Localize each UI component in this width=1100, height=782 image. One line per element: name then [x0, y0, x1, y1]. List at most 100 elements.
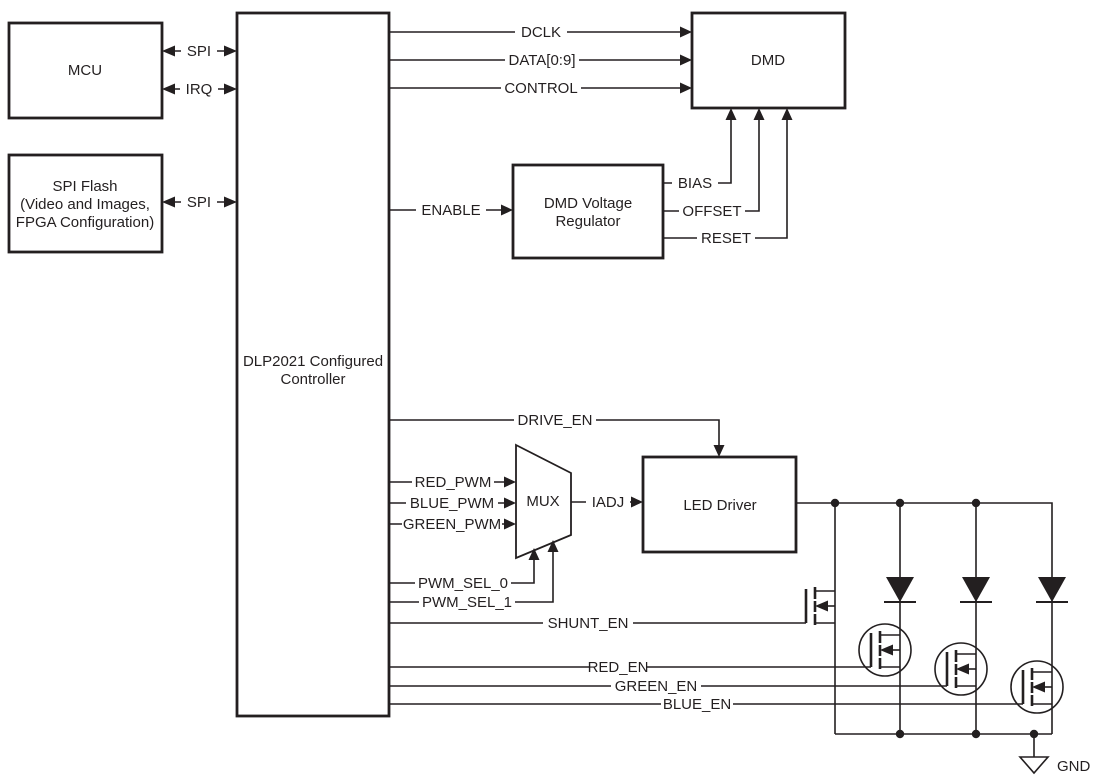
arrowhead-left-icon — [162, 196, 175, 208]
junction-dot — [971, 729, 981, 739]
spi-flash-label-line2: (Video and Images, — [20, 196, 150, 213]
wire-offset: OFFSET — [663, 108, 765, 220]
green-mosfet-circle — [934, 642, 988, 696]
offset-label: OFFSET — [682, 203, 741, 220]
led-driver-label: LED Driver — [683, 497, 756, 514]
wire-red-pwm: RED_PWM — [389, 474, 516, 491]
green-pwm-label: GREEN_PWM — [403, 516, 501, 533]
dmd-label: DMD — [751, 52, 785, 69]
gnd-label: GND — [1057, 758, 1091, 775]
arrowhead-left-icon — [162, 45, 175, 57]
arrowhead-icon — [631, 496, 643, 508]
arrowhead-left-icon — [162, 83, 175, 95]
dmd-box — [690, 11, 847, 110]
junction-dot — [895, 729, 905, 739]
arrowhead-right-icon — [224, 83, 237, 95]
iadj-label: IADJ — [592, 494, 625, 511]
shunt-mosfet-icon — [804, 585, 837, 627]
arrowhead-icon — [504, 476, 516, 488]
red-en-label: RED_EN — [588, 659, 649, 676]
bias-label: BIAS — [678, 175, 712, 192]
wire-enable: ENABLE — [389, 202, 513, 219]
spi-flash-signal-label: SPI — [187, 194, 211, 211]
led-driver-box — [641, 455, 798, 554]
regulator-label-line2: Regulator — [555, 213, 620, 230]
drive-en-line — [389, 419, 720, 446]
red-led-diode-icon — [883, 576, 917, 603]
controller-label-line1: DLP2021 Configured — [243, 353, 383, 370]
controller-label-line2: Controller — [280, 371, 345, 388]
blue-mosfet-icon — [1021, 666, 1054, 708]
arrowhead-down-icon — [713, 445, 725, 457]
shunt-en-label: SHUNT_EN — [548, 615, 629, 632]
wire-blue-pwm: BLUE_PWM — [389, 495, 516, 512]
bias-line — [663, 120, 732, 184]
pwm-sel-0-line — [389, 560, 535, 584]
block-controller: DLP2021 Configured Controller — [235, 11, 391, 718]
arrowhead-up-icon — [781, 108, 793, 120]
control-label: CONTROL — [504, 80, 577, 97]
reset-line — [663, 120, 788, 239]
enable-label: ENABLE — [421, 202, 480, 219]
wire-pwm-sel-1: PWM_SEL_1 — [389, 540, 559, 611]
controller-box — [235, 11, 391, 718]
mux-shape — [515, 443, 572, 560]
spi-mcu-label: SPI — [187, 43, 211, 60]
wire-dclk: DCLK — [389, 24, 692, 41]
red-mosfet-circle — [858, 623, 912, 677]
junction-dot — [971, 498, 981, 508]
wire-data-bus: DATA[0:9] — [389, 52, 692, 69]
spi-flash-label-line3: FPGA Configuration) — [16, 214, 154, 231]
arrowhead-up-icon — [528, 548, 540, 560]
green-mosfet-icon — [945, 648, 978, 690]
red-pwm-label: RED_PWM — [415, 474, 492, 491]
data-bus-label: DATA[0:9] — [509, 52, 576, 69]
wire-control: CONTROL — [389, 80, 692, 97]
arrowhead-icon — [680, 26, 692, 38]
arrowhead-icon — [680, 54, 692, 66]
wire-red-en: RED_EN — [389, 659, 871, 676]
mcu-label: MCU — [68, 62, 102, 79]
pwm-sel-1-label: PWM_SEL_1 — [422, 594, 512, 611]
junction-dot — [895, 498, 905, 508]
irq-label: IRQ — [186, 81, 213, 98]
pwm-sel-1-line — [389, 552, 554, 603]
ground-icon — [1018, 756, 1050, 775]
wire-green-pwm: GREEN_PWM — [389, 516, 516, 533]
drive-en-label: DRIVE_EN — [517, 412, 592, 429]
green-led-diode-icon — [959, 576, 993, 603]
wire-pwm-sel-0: PWM_SEL_0 — [389, 548, 540, 592]
wire-blue-en: BLUE_EN — [389, 696, 1023, 713]
arrowhead-up-icon — [753, 108, 765, 120]
block-dmd-voltage-regulator: DMD Voltage Regulator — [511, 163, 665, 260]
block-mcu: MCU — [7, 21, 164, 120]
wire-spi-flash: SPI — [162, 194, 237, 211]
spi-flash-label-line1: SPI Flash — [52, 178, 117, 195]
arrowhead-right-icon — [224, 196, 237, 208]
blue-led-diode-icon — [1035, 576, 1069, 603]
arrowhead-icon — [504, 518, 516, 530]
spi-flash-box — [7, 153, 164, 254]
wire-irq: IRQ — [162, 81, 237, 98]
block-dmd: DMD — [690, 11, 847, 110]
arrowhead-icon — [504, 497, 516, 509]
blue-pwm-label: BLUE_PWM — [410, 495, 494, 512]
wire-drive-en: DRIVE_EN — [389, 412, 725, 457]
mux-label: MUX — [526, 493, 559, 510]
wire-iadj: IADJ — [571, 494, 643, 511]
ground-symbol: GND — [1018, 734, 1091, 775]
mcu-box — [7, 21, 164, 120]
regulator-label-line1: DMD Voltage — [544, 195, 632, 212]
led-driver-output-line — [796, 502, 1053, 734]
led-network — [796, 498, 1069, 739]
block-spi-flash: SPI Flash (Video and Images, FPGA Config… — [7, 153, 164, 254]
pwm-sel-0-label: PWM_SEL_0 — [418, 575, 508, 592]
reset-label: RESET — [701, 230, 751, 247]
junction-dot — [830, 498, 840, 508]
wire-spi-mcu: SPI — [162, 43, 237, 60]
dclk-label: DCLK — [521, 24, 561, 41]
wire-green-en: GREEN_EN — [389, 678, 947, 695]
offset-line — [663, 120, 760, 212]
wire-shunt-en: SHUNT_EN — [389, 615, 806, 632]
